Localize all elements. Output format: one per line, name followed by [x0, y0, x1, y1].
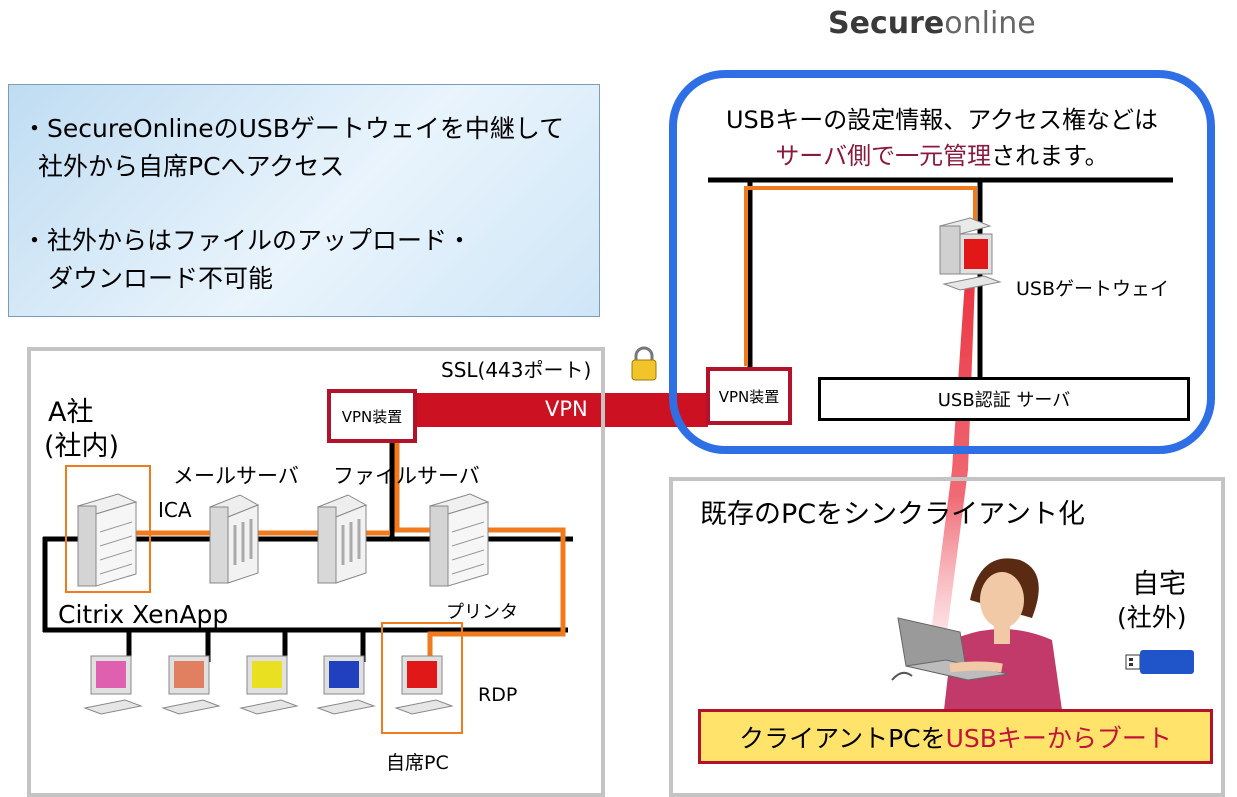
- company-a-vpn-device-label: VPN装置: [341, 407, 403, 426]
- so-vpn-device: VPN装置: [706, 367, 792, 425]
- so-heading-line-2: サーバ側で一元管理されます。: [672, 136, 1212, 171]
- company-a-subtitle: (社内): [44, 431, 120, 462]
- logo-online-text: online: [944, 6, 1036, 41]
- citrix-printer-icon: [76, 493, 138, 587]
- citrix-label: Citrix XenApp: [58, 600, 229, 629]
- home-title: 自宅: [1132, 569, 1186, 600]
- ssl-label: SSL(443ポート): [441, 358, 592, 382]
- usb-key-icon: [1125, 650, 1194, 674]
- so-heading-line-1: USBキーの設定情報、アクセス権などは: [725, 106, 1159, 134]
- client-pc-yellow-icon: [239, 655, 299, 715]
- boot-highlight: USBキーからブート: [945, 723, 1172, 753]
- so-vpn-device-label: VPN装置: [718, 387, 780, 406]
- secure-online-logo: Secureonline: [828, 6, 1036, 41]
- laptop-user-icon: [891, 558, 1062, 710]
- file-server-icon: [316, 494, 368, 584]
- client-pc-blue-icon: [316, 655, 376, 715]
- printer-label: プリンタ: [446, 602, 518, 623]
- home-subtitle: (社外): [1117, 603, 1187, 632]
- lan-orange-path: [394, 430, 566, 666]
- bullet-2-line-1: ・社外からはファイルのアップロード・: [22, 226, 473, 255]
- usb-gateway-beam: [930, 280, 975, 640]
- company-a-vpn-device: VPN装置: [327, 389, 417, 443]
- info-panel: [8, 84, 600, 317]
- own-pc-monitor-icon: [394, 655, 454, 715]
- client-pc-salmon-icon: [161, 655, 221, 715]
- own-pc-highlight: [381, 622, 463, 734]
- usb-gateway-label: USBゲートウェイ: [1016, 278, 1170, 300]
- mail-server-label: メールサーバ: [173, 464, 299, 488]
- usb-auth-server-label: USB認証 サーバ: [937, 390, 1071, 411]
- client-pc-pink-icon: [83, 655, 143, 715]
- vpn-tunnel: [410, 393, 708, 427]
- network-diagram: [42, 177, 1194, 715]
- own-pc-label: 自席PC: [386, 752, 449, 774]
- so-heading-highlight: サーバ側で一元管理: [775, 142, 992, 170]
- bullet-2-line-2: ダウンロード不可能: [48, 264, 274, 293]
- file-server-label: ファイルサーバ: [333, 464, 480, 488]
- bullet-1-line-2: 社外から自席PCへアクセス: [38, 152, 345, 181]
- rdp-label: RDP: [478, 684, 518, 706]
- home-heading: 既存のPCをシンクライアント化: [700, 499, 1086, 530]
- mail-server-icon: [208, 494, 260, 584]
- secure-online-panel: [669, 70, 1215, 454]
- so-heading-rest: されます。: [991, 142, 1109, 170]
- logo-secure-text: Secure: [828, 6, 945, 41]
- vpn-label: VPN: [545, 397, 588, 421]
- ica-label: ICA: [158, 498, 192, 522]
- usb-auth-server: USB認証 サーバ: [818, 377, 1190, 421]
- so-orange-path: [744, 186, 977, 366]
- usb-gateway-pc-icon: [938, 217, 1002, 291]
- company-a-title: A社: [48, 397, 94, 428]
- lock-icon: [631, 346, 657, 381]
- boot-prefix: クライアントPCを: [739, 723, 946, 753]
- printer-icon: [428, 493, 490, 587]
- citrix-server-highlight: [65, 465, 151, 593]
- bullet-1-line-1: ・SecureOnlineのUSBゲートウェイを中継して: [22, 114, 565, 143]
